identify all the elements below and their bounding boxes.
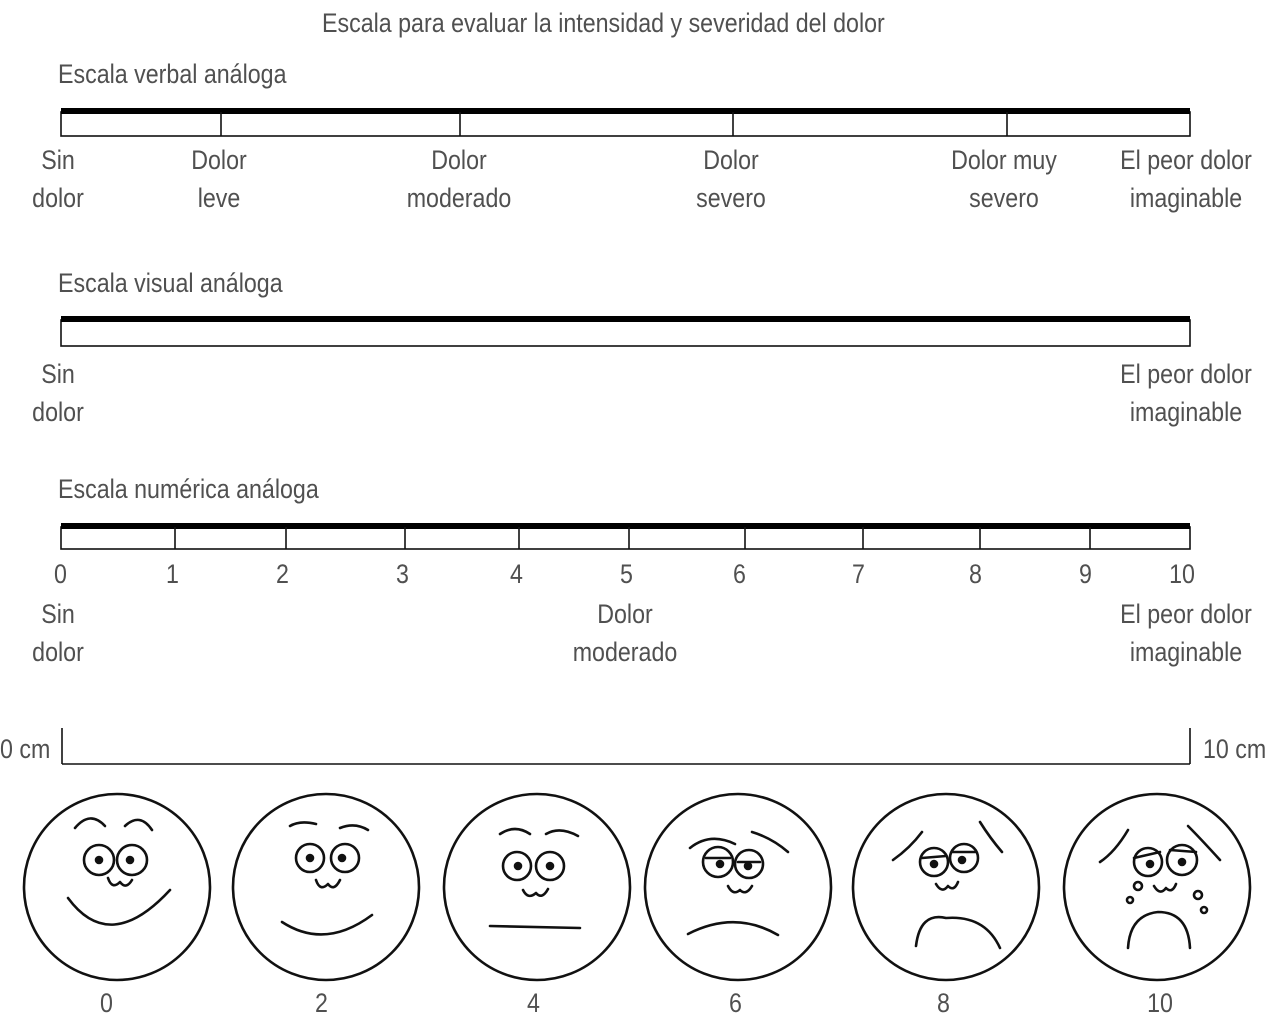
numeric-tick-label: 4 — [510, 559, 524, 589]
face-10-icon — [1062, 792, 1252, 982]
face-2-icon — [231, 792, 421, 982]
numeric-tick-label: 3 — [396, 559, 410, 589]
numeric-scale-heading: Escala numérica análoga — [58, 474, 319, 504]
face-4-icon — [442, 792, 632, 982]
face-value-label: 8 — [937, 988, 951, 1018]
visual-scale-heading: Escala visual análoga — [58, 268, 283, 298]
numeric-tick-label: 6 — [733, 559, 747, 589]
numeric-tick-label: 5 — [620, 559, 634, 589]
face-8-icon — [851, 792, 1041, 982]
face-value-label: 4 — [527, 988, 541, 1018]
centimeter-ruler — [61, 728, 1191, 765]
face-value-label: 10 — [1147, 988, 1173, 1018]
ruler-end-label: 10 cm — [1203, 734, 1267, 764]
numeric-tick-label: 2 — [276, 559, 290, 589]
face-value-label: 2 — [315, 988, 329, 1018]
numeric-tick-label: 0 — [54, 559, 68, 589]
verbal-scale-bar — [60, 108, 1191, 137]
numeric-tick-label: 1 — [166, 559, 180, 589]
numeric-tick-label: 8 — [969, 559, 983, 589]
face-6-icon — [643, 792, 833, 982]
diagram-title: Escala para evaluar la intensidad y seve… — [322, 8, 885, 38]
face-value-label: 6 — [729, 988, 743, 1018]
visual-scale-bar — [60, 316, 1191, 347]
face-value-label: 0 — [100, 988, 114, 1018]
face-0-icon — [22, 792, 212, 982]
numeric-tick-label: 7 — [852, 559, 866, 589]
numeric-tick-label: 9 — [1079, 559, 1093, 589]
numeric-tick-label: 10 — [1169, 559, 1195, 589]
ruler-start-label: 0 cm — [0, 734, 51, 764]
numeric-scale-bar — [60, 523, 1191, 550]
verbal-scale-heading: Escala verbal análoga — [58, 59, 287, 89]
